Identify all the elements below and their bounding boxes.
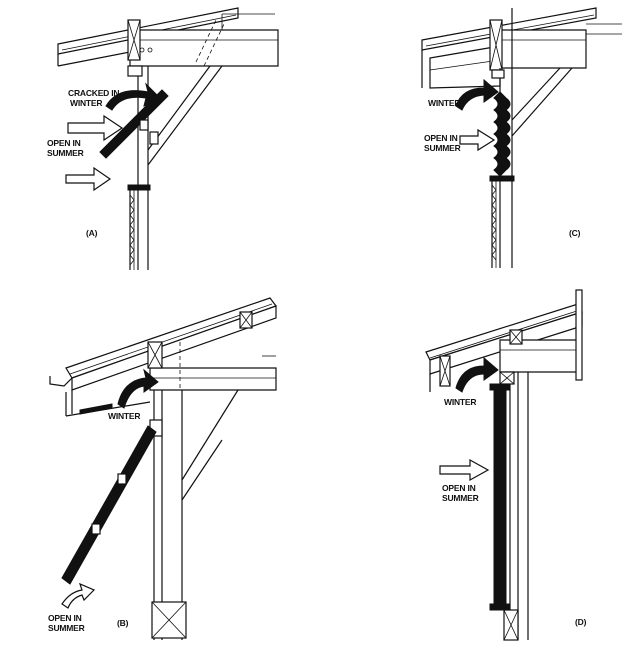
panel-a-hinged-flap bbox=[99, 89, 169, 159]
label-winter: WINTER bbox=[108, 411, 140, 421]
panel-b-wall bbox=[149, 342, 239, 640]
arrow-open-summer bbox=[439, 458, 490, 482]
label-open-in-summer-2: SUMMER bbox=[424, 143, 461, 153]
label-open-in-summer-2: SUMMER bbox=[442, 493, 479, 503]
panel-c-tag: (C) bbox=[569, 228, 581, 238]
panel-d: WINTER OPEN IN SUMMER (D) bbox=[425, 289, 587, 641]
arrow-open-summer-lower bbox=[65, 166, 112, 192]
arrow-winter bbox=[455, 356, 499, 393]
panel-a-wall bbox=[127, 65, 223, 270]
panel-a-arrows bbox=[65, 82, 161, 192]
panel-b-hinged-flap bbox=[61, 425, 157, 585]
arrow-winter bbox=[117, 368, 159, 409]
panel-d-vertical-panel bbox=[489, 383, 511, 611]
arrow-open-summer bbox=[459, 128, 496, 152]
panel-d-arrows bbox=[439, 356, 499, 482]
arrow-winter bbox=[455, 78, 499, 111]
arrow-open-summer bbox=[61, 582, 96, 609]
panel-c-arrows bbox=[455, 78, 499, 152]
arrow-cracked-winter bbox=[105, 82, 161, 111]
label-open-in-summer-1: OPEN IN bbox=[424, 133, 458, 143]
label-cracked-in-winter-2: WINTER bbox=[70, 98, 102, 108]
panel-b-tag: (B) bbox=[117, 618, 129, 628]
panel-a-roof bbox=[57, 7, 279, 67]
label-open-in-summer-1: OPEN IN bbox=[48, 613, 82, 623]
label-open-in-summer-1: OPEN IN bbox=[442, 483, 476, 493]
label-open-in-summer-2: SUMMER bbox=[47, 148, 84, 158]
label-open-in-summer-2: SUMMER bbox=[48, 623, 85, 633]
panel-d-roof bbox=[425, 289, 583, 392]
panel-b: WINTER OPEN IN SUMMER (B) bbox=[48, 297, 277, 640]
panel-d-tag: (D) bbox=[575, 617, 587, 627]
label-cracked-in-winter-1: CRACKED IN bbox=[68, 88, 119, 98]
panel-b-roof bbox=[49, 297, 277, 417]
panel-d-wall bbox=[499, 371, 529, 641]
panel-c-roof bbox=[421, 7, 622, 89]
label-winter: WINTER bbox=[428, 98, 460, 108]
panel-c: WINTER OPEN IN SUMMER (C) bbox=[421, 7, 622, 268]
label-winter: WINTER bbox=[444, 397, 476, 407]
panel-b-arrows bbox=[61, 368, 159, 609]
panel-c-louvered-panel bbox=[493, 91, 511, 177]
panel-a-tag: (A) bbox=[86, 228, 98, 238]
arrow-open-summer-upper bbox=[67, 114, 124, 142]
label-open-in-summer-1: OPEN IN bbox=[47, 138, 81, 148]
panel-a: CRACKED IN WINTER OPEN IN SUMMER (A) bbox=[47, 7, 279, 270]
